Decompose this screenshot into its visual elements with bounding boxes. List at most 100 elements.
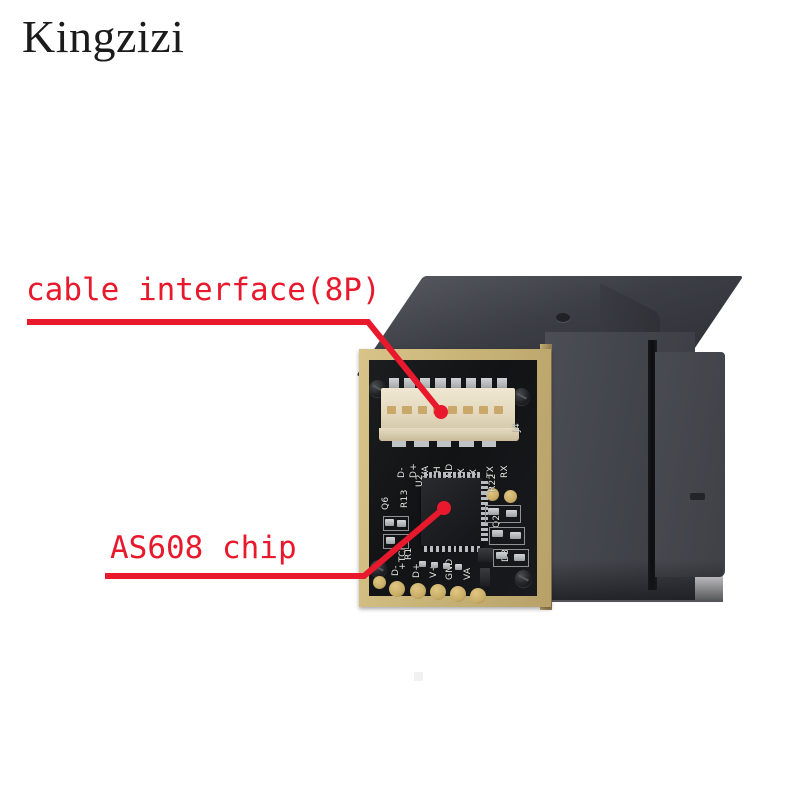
chip-pin xyxy=(481,537,488,542)
connector-pin xyxy=(463,406,473,414)
smd-resistor xyxy=(419,561,426,567)
silkscreen-j4: J4 xyxy=(512,423,522,432)
chip-pin xyxy=(481,501,488,505)
screw-top-right xyxy=(513,388,530,405)
chip-pin xyxy=(481,491,488,495)
connector-foot xyxy=(414,441,429,447)
chip-pin xyxy=(471,546,475,552)
chip-pin xyxy=(481,512,488,516)
connector-pin xyxy=(402,406,412,414)
smd-outline xyxy=(493,549,529,567)
smd-resistor xyxy=(514,554,525,561)
chip-pin xyxy=(443,472,447,479)
annotation-label-as608-chip: AS608 chip xyxy=(110,530,297,566)
connector-foot xyxy=(459,441,474,447)
connector-shield-tab xyxy=(496,378,507,394)
through-hole-pad xyxy=(389,581,405,597)
connector-pin xyxy=(387,406,397,414)
chip-pin xyxy=(481,496,488,500)
chip-pin xyxy=(467,472,471,479)
silkscreen-r13: R13 xyxy=(400,489,410,508)
connector-foot xyxy=(436,441,452,447)
smd-resistor xyxy=(455,564,462,570)
through-hole-pad xyxy=(410,583,426,599)
chip-pin xyxy=(424,472,427,479)
smd-resistor xyxy=(492,530,503,537)
chip-pin xyxy=(465,546,469,552)
connector-pin xyxy=(417,406,427,414)
through-hole-pad xyxy=(430,584,446,600)
housing-vent-hole xyxy=(556,313,570,322)
chip-pins-right xyxy=(481,481,488,542)
smd-resistor xyxy=(431,562,438,568)
chip-pin xyxy=(477,472,480,479)
chip-pin xyxy=(481,506,488,511)
chip-pin xyxy=(448,472,451,479)
smd-outline xyxy=(383,516,409,531)
testpoint-pad-rx xyxy=(504,490,517,503)
faint-watermark-dot xyxy=(414,672,423,681)
connector-foot xyxy=(392,441,407,447)
chip-pin xyxy=(481,532,488,536)
smd-outline xyxy=(485,505,521,523)
silkscreen-q6: Q6 xyxy=(381,496,391,510)
connector-shield-tab xyxy=(450,378,461,394)
smd-resistor xyxy=(496,552,507,559)
housing-bottom-shadow xyxy=(548,560,723,602)
through-hole-pad xyxy=(470,588,486,604)
connector-pin xyxy=(448,406,458,414)
chip-pin xyxy=(438,472,442,479)
testpoint-pad-tx xyxy=(486,488,499,501)
smd-resistor xyxy=(506,510,517,517)
chip-pin xyxy=(441,546,445,552)
chip-pins-bottom xyxy=(424,546,481,552)
connector-pin xyxy=(493,406,503,414)
chip-pin xyxy=(481,527,488,531)
chip-pin xyxy=(472,472,476,479)
connector-pin xyxy=(432,406,442,414)
silkscreen-u2: U2 xyxy=(415,474,425,487)
chip-pin xyxy=(453,546,457,552)
chip-pin xyxy=(462,472,466,479)
smd-outline xyxy=(489,527,525,545)
connector-solder-feet xyxy=(392,441,497,447)
silkscreen-pin-d-minus: D- xyxy=(397,467,407,478)
connector-shield-tab xyxy=(481,378,492,394)
through-hole-pad xyxy=(373,576,386,589)
chip-pin xyxy=(447,546,451,552)
silkscreen-r22: R22 xyxy=(488,473,498,492)
chip-pin xyxy=(481,481,488,485)
chip-pin xyxy=(481,522,488,526)
connector-shield-tab xyxy=(465,378,477,394)
chip-pin xyxy=(452,472,456,479)
chip-pin xyxy=(457,472,461,479)
smd-resistor xyxy=(510,532,521,539)
connector-pin xyxy=(478,406,488,414)
chip-pin xyxy=(435,546,439,552)
housing-notch xyxy=(690,493,705,500)
smd-outline xyxy=(383,534,409,549)
chip-pin xyxy=(481,517,488,521)
silkscreen-pad-gnd: GND xyxy=(445,558,455,580)
screw-bottom-left xyxy=(370,560,387,577)
chip-pin xyxy=(429,546,433,552)
through-hole-pad xyxy=(450,586,466,602)
chip-pin xyxy=(481,486,488,490)
silkscreen-pad-va: VA xyxy=(463,567,473,580)
connector-foot xyxy=(481,441,497,447)
as608-chip xyxy=(421,478,483,546)
connector-lower-lip xyxy=(379,428,519,441)
chip-pin xyxy=(459,546,463,552)
silkscreen-testpoint-rx: RX xyxy=(500,464,510,478)
screw-bottom-right xyxy=(515,570,532,587)
smd-resistor xyxy=(443,563,450,569)
brand-watermark: Kingzizi xyxy=(22,11,185,62)
housing-groove xyxy=(648,340,657,590)
chip-pins-top xyxy=(424,472,480,479)
smd-resistor xyxy=(488,508,499,515)
chip-pin xyxy=(428,472,432,479)
housing-rear-body xyxy=(655,352,725,577)
smd-transistor xyxy=(478,548,493,562)
